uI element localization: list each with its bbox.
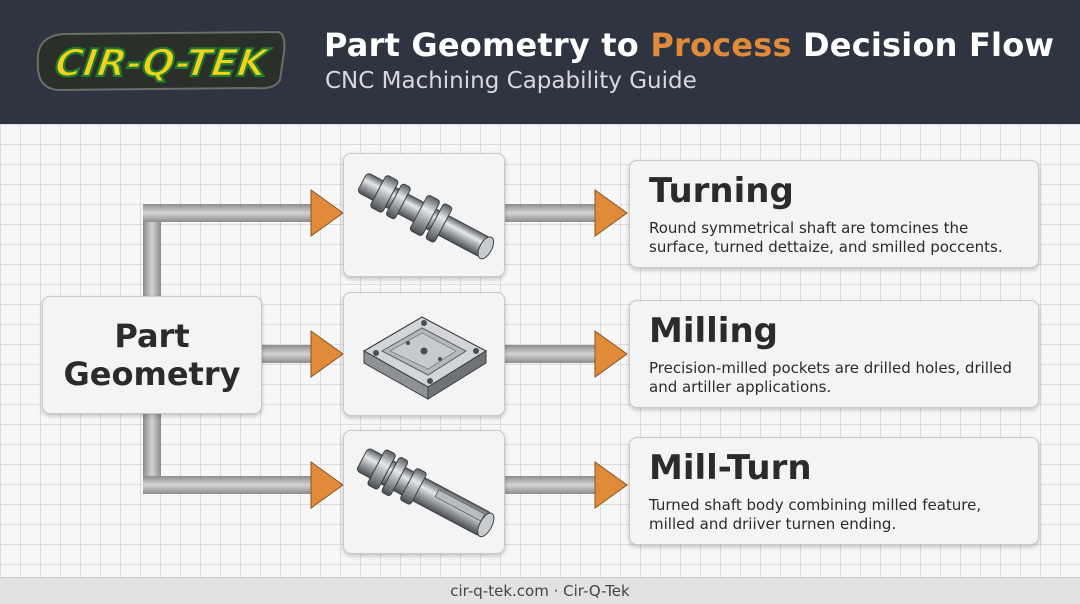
process-desc-millturn: Turned shaft body combining milled featu… (649, 496, 982, 533)
page-subtitle: CNC Machining Capability Guide (325, 68, 697, 94)
arrow-head-turning-output (594, 189, 628, 237)
process-title-turning: Turning (649, 171, 794, 211)
turning-part-box (343, 153, 505, 277)
title-part-1: Part Geometry to (324, 26, 651, 64)
connector-branches (143, 204, 597, 494)
millturn-part-box (343, 430, 505, 554)
arrow-heads (310, 189, 628, 509)
turned-shaft-icon (357, 173, 495, 260)
part-geometry-line-2: Geometry (63, 355, 241, 393)
cir-q-tek-logo: CIR-Q-TEK (36, 30, 286, 92)
arrow-head-turning-input (310, 189, 344, 237)
milled-plate-icon (362, 316, 488, 400)
process-title-millturn: Mill-Turn (649, 448, 812, 488)
arrow-head-milling-output (594, 330, 628, 378)
footer-bar: cir-q-tek.com · Cir-Q-Tek (0, 577, 1080, 604)
footer-text: cir-q-tek.com · Cir-Q-Tek (450, 582, 630, 600)
process-desc-milling: Precision-milled pockets are drilled hol… (649, 359, 1012, 396)
title-accent: Process (650, 26, 792, 64)
arrow-head-milling-input (310, 330, 344, 378)
title-part-2: Decision Flow (791, 26, 1055, 64)
process-card-millturn: Mill-Turn Turned shaft body combining mi… (629, 437, 1039, 545)
process-title-milling: Milling (649, 311, 778, 351)
part-geometry-line-1: Part (114, 317, 190, 355)
part-geometry-node: Part Geometry (42, 296, 262, 414)
process-card-milling: Milling Precision-milled pockets are dri… (629, 300, 1039, 408)
page-title: Part Geometry to Process Decision Flow (324, 26, 1054, 64)
process-card-turning: Turning Round symmetrical shaft are tomc… (629, 160, 1039, 268)
header-banner: CIR-Q-TEK Part Geometry to Process Decis… (0, 0, 1080, 124)
milling-part-box (343, 292, 505, 416)
arrow-head-millturn-output (594, 461, 628, 509)
arrow-head-millturn-input (310, 461, 344, 509)
mill-turn-shaft-icon (357, 448, 495, 538)
process-desc-turning: Round symmetrical shaft are tomcines the… (649, 219, 1003, 256)
part-geometry-label: Part Geometry (64, 317, 241, 393)
svg-text:CIR-Q-TEK: CIR-Q-TEK (52, 42, 272, 86)
